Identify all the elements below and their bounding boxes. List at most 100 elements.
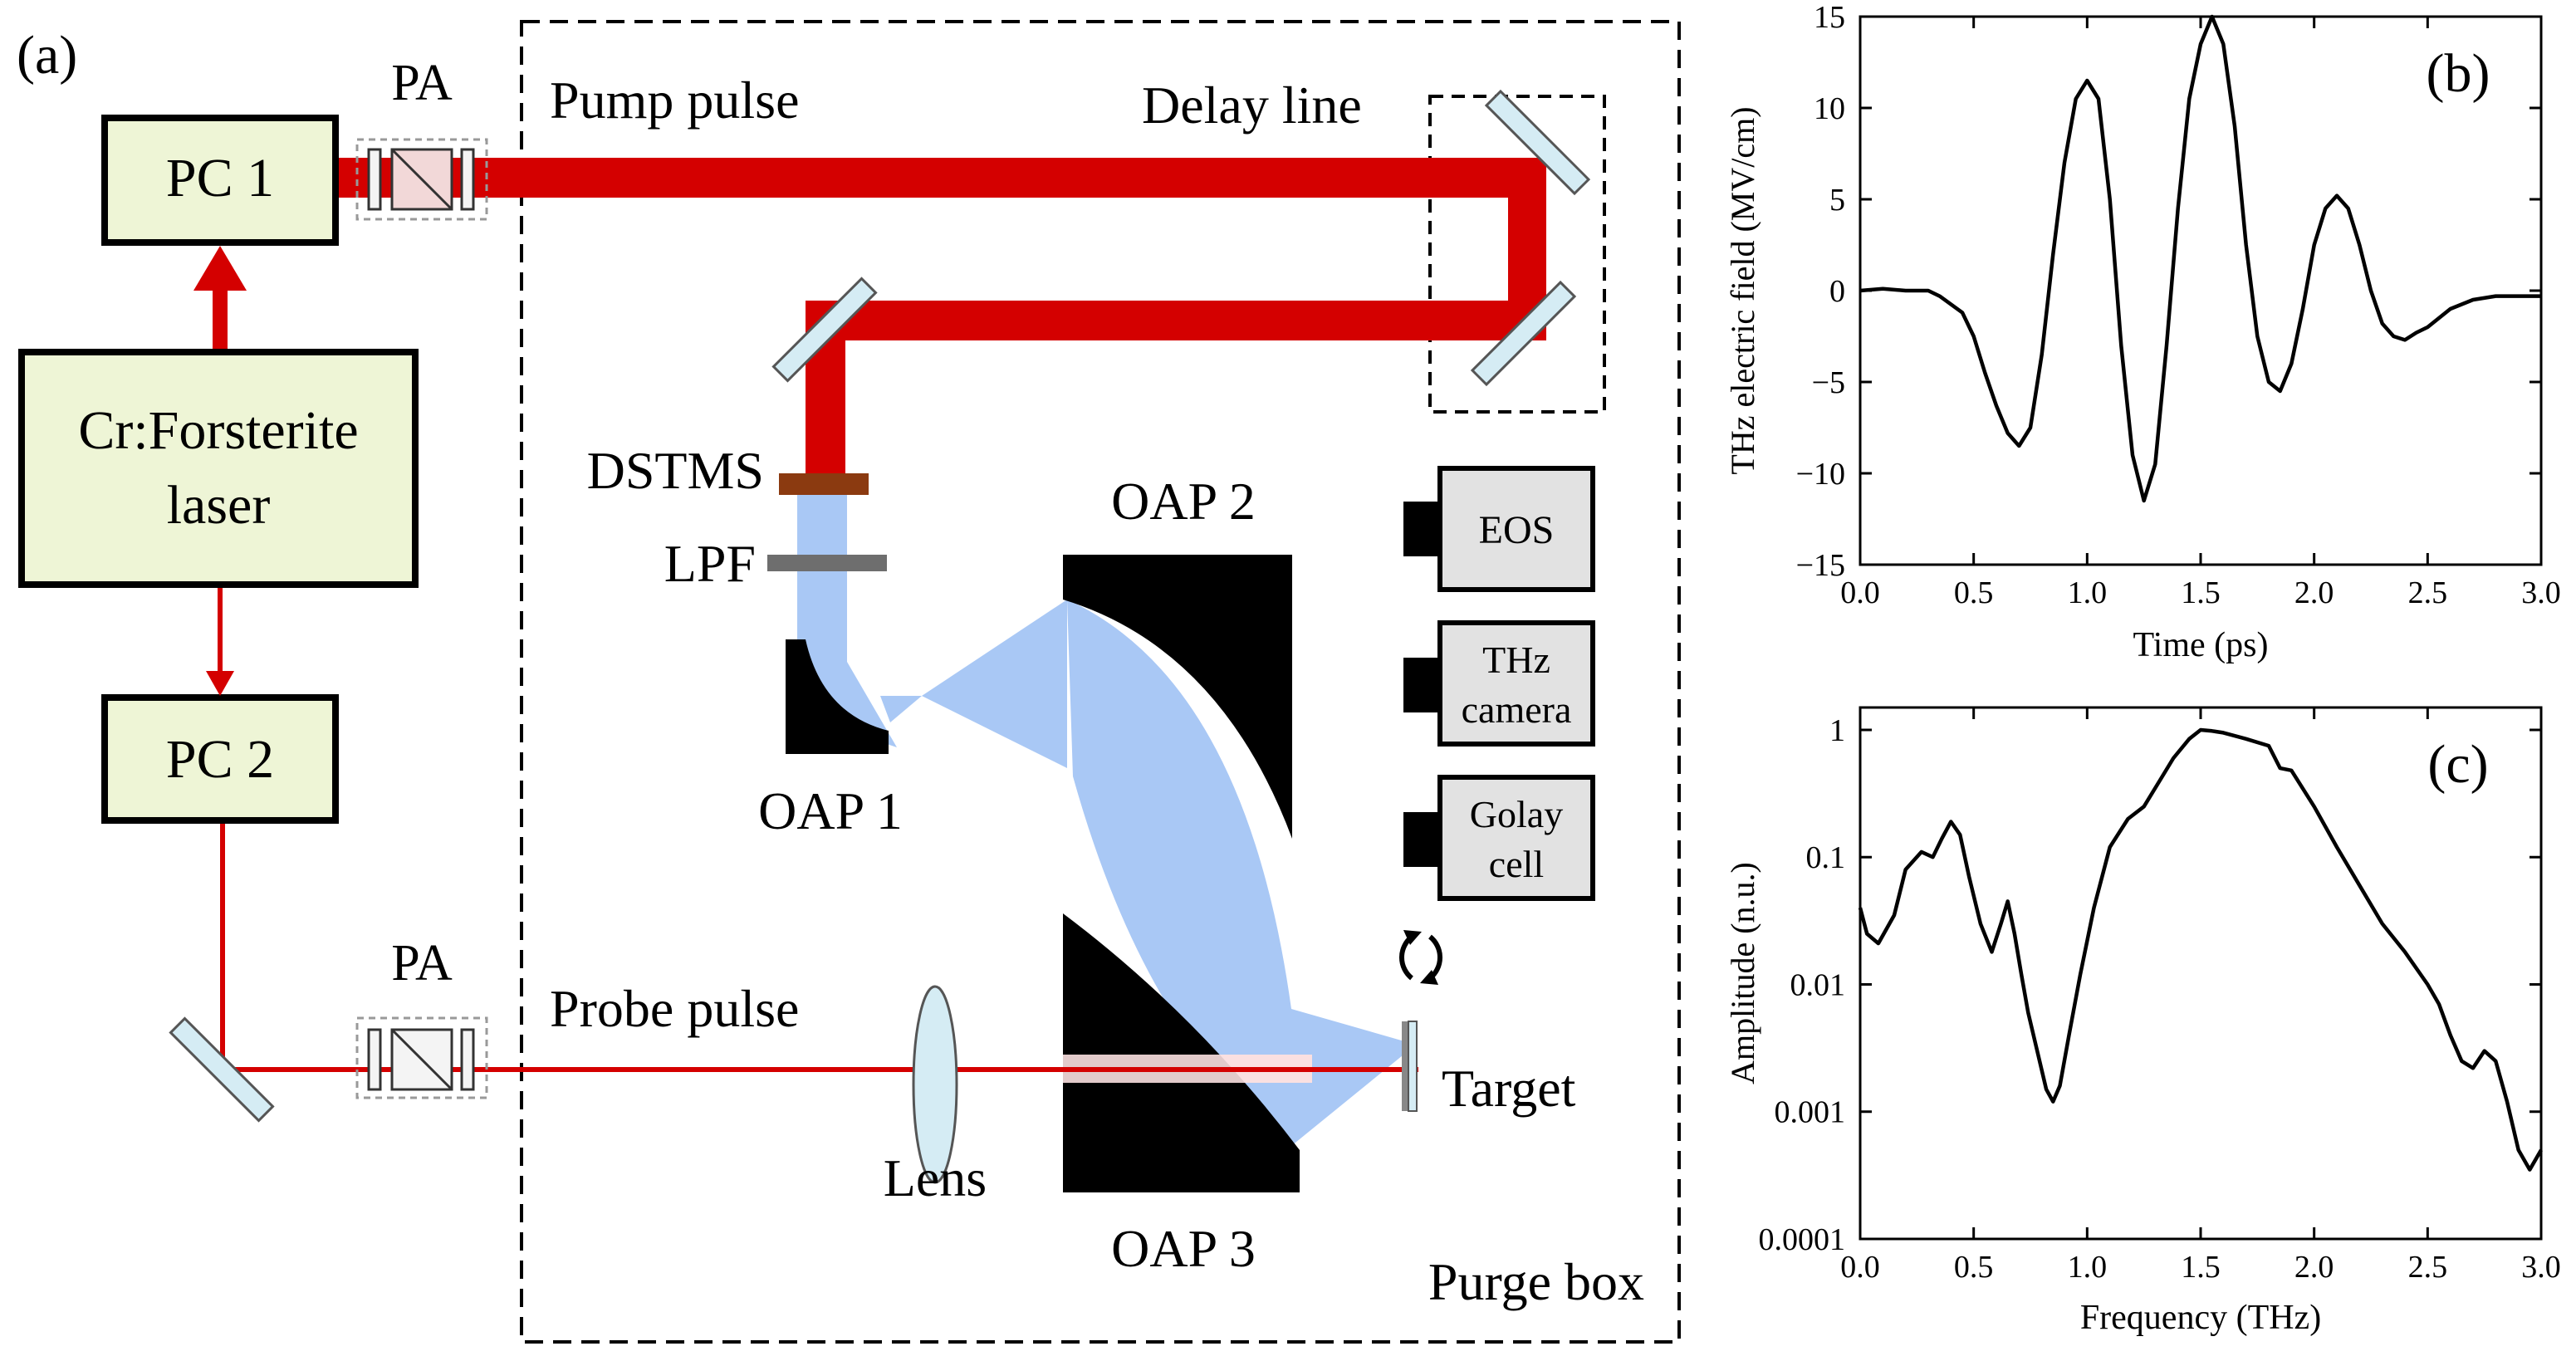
dstms-label: DSTMS [587, 441, 764, 500]
x-tick-label: 1.0 [2068, 575, 2108, 610]
laser-to-pc2-arrowhead [206, 671, 234, 696]
y-tick-label: 0.001 [1775, 1095, 1846, 1130]
oap1-label: OAP 1 [758, 781, 903, 840]
x-tick-label: 0.0 [1840, 575, 1880, 610]
pump-beam [324, 158, 1546, 482]
eos-head [1403, 502, 1440, 556]
pc1-box [101, 115, 339, 246]
y-tick-label: −5 [1812, 365, 1845, 400]
rotate-arrowhead-2 [1420, 970, 1438, 985]
y-tick-label: 0.0001 [1759, 1222, 1846, 1257]
x-tick-label: 1.0 [2068, 1250, 2108, 1285]
thz-camera-label-line2: camera [1462, 688, 1572, 731]
panel-label-c: (c) [2427, 734, 2488, 795]
pa-top-cube-diagonal [390, 148, 453, 211]
x-tick-label: 3.0 [2521, 575, 2561, 610]
lpf-label: LPF [664, 534, 756, 593]
golay-label-line2: cell [1489, 843, 1544, 885]
thz-beam-focus-in [880, 696, 922, 722]
oap1-mirror [786, 639, 889, 754]
rotate-arc-right [1428, 934, 1442, 981]
y-tick-label: 0.1 [1806, 840, 1846, 875]
oap2-mirror [1063, 555, 1292, 839]
chart-b-series-line [1859, 14, 2541, 503]
delay-mirror-top [1484, 89, 1591, 196]
pa-top: PA [355, 55, 488, 221]
rotate-icon [1399, 934, 1442, 981]
lens-label: Lens [884, 1148, 987, 1207]
eos-box [1437, 466, 1595, 592]
thz-camera-label-line1: THz [1482, 639, 1550, 681]
panel-label-a: (a) [17, 25, 77, 86]
x-tick-label: 2.5 [2408, 1250, 2448, 1285]
pump-beam-segment-3 [806, 301, 1546, 340]
x-tick-label: 2.5 [2408, 575, 2448, 610]
target-holder [1402, 1021, 1408, 1111]
golay-head [1403, 812, 1440, 867]
pa-top-outline [355, 138, 488, 221]
thz-camera-box [1437, 620, 1595, 747]
lens [912, 985, 958, 1184]
pump-pulse-label: Pump pulse [550, 71, 799, 130]
x-tick-label: 1.5 [2181, 575, 2221, 610]
laser-label-line2: laser [167, 475, 271, 536]
pa-bottom-outline [355, 1016, 488, 1099]
y-tick-label: −15 [1796, 548, 1845, 583]
x-tick-label: 3.0 [2521, 1250, 2561, 1285]
rotate-arc-left [1399, 934, 1413, 981]
thz-beam-expanding [922, 600, 1067, 768]
pc1-label: PC 1 [166, 148, 274, 208]
x-tick-label: 2.0 [2294, 1250, 2334, 1285]
y-tick-label: 0.01 [1790, 967, 1846, 1002]
laser-label-line1: Cr:Forsterite [78, 400, 358, 461]
y-tick-label: 0 [1829, 274, 1845, 309]
detector-eos: EOS [1403, 466, 1595, 592]
detector-golay-cell: Golay cell [1403, 775, 1595, 901]
lpf-filter [767, 555, 887, 571]
chart-c-xlabel: Frequency (THz) [2080, 1299, 2321, 1337]
oap3-label: OAP 3 [1111, 1219, 1256, 1278]
probe-mirror [169, 1016, 275, 1123]
pa-top-plate-left [367, 148, 382, 211]
chart-c-series-line [1858, 727, 2543, 1172]
y-tick-label: 5 [1829, 183, 1845, 218]
pump-beam-segment-2 [1508, 158, 1546, 321]
pump-beam-segment-1 [324, 158, 1528, 198]
pa-bottom-label: PA [391, 935, 453, 991]
purge-box [520, 20, 1681, 1344]
x-tick-label: 0.5 [1954, 575, 1994, 610]
y-tick-label: 1 [1829, 713, 1845, 748]
laser-box [18, 349, 419, 588]
eos-label: EOS [1479, 508, 1555, 552]
rotate-arrowhead-1 [1403, 930, 1422, 945]
steering-mirror [771, 277, 878, 383]
y-tick-label: 15 [1814, 0, 1845, 35]
thz-camera-head [1403, 658, 1440, 712]
pa-top-plate-right [460, 148, 475, 211]
pa-bottom: PA [355, 935, 488, 1099]
x-tick-label: 2.0 [2294, 575, 2334, 610]
target [1408, 1021, 1418, 1112]
x-tick-label: 0.5 [1954, 1250, 1994, 1285]
detector-thz-camera: THz camera [1403, 620, 1595, 747]
golay-label-line1: Golay [1470, 793, 1563, 835]
probe-pulse-label: Probe pulse [550, 979, 799, 1038]
pa-bottom-plate-left [367, 1028, 382, 1091]
chart-c-ylabel: Amplitude (n.u.) [1724, 862, 1761, 1084]
target-label: Target [1442, 1059, 1576, 1118]
delay-line-box [1428, 95, 1606, 414]
chart-b-ylabel: THz electric field (MV/cm) [1724, 106, 1761, 474]
oap3-mirror [1063, 913, 1300, 1192]
purge-box-label: Purge box [1428, 1252, 1644, 1311]
oap2-label: OAP 2 [1111, 472, 1256, 531]
x-tick-label: 0.0 [1840, 1250, 1880, 1285]
delay-mirror-bottom [1470, 280, 1577, 387]
setup-diagram: (a) Purge box Delay line [17, 20, 1681, 1344]
golay-box [1437, 775, 1595, 901]
